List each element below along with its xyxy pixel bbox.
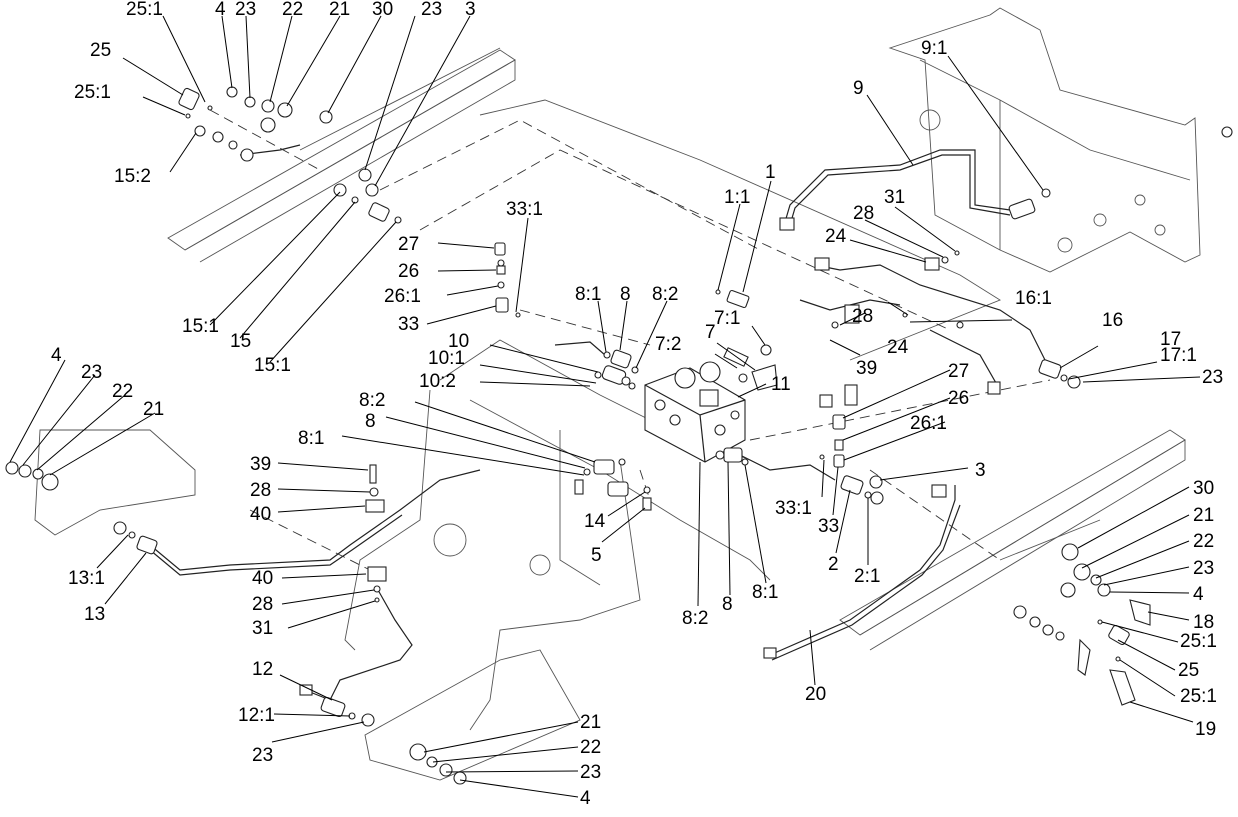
callout-label: 15:1 (182, 316, 219, 337)
callout-label: 14 (584, 511, 606, 532)
callout-label: 17 (1160, 329, 1181, 350)
callout-label: 25:1 (1180, 686, 1217, 707)
hydraulic-tubes (149, 144, 1061, 701)
callout-label: 26 (948, 388, 969, 409)
callout-label: 26:1 (384, 286, 421, 307)
callout-label: 23 (235, 0, 256, 20)
callout-label: 23 (580, 762, 601, 783)
callout-label: 5 (591, 545, 602, 566)
callout-label: 25 (1178, 660, 1199, 681)
callout-label: 22 (580, 737, 601, 758)
callout-label: 25:1 (74, 82, 111, 103)
callout-label: 21 (143, 399, 164, 420)
callout-label: 20 (805, 684, 826, 705)
callout-label: 26:1 (910, 413, 947, 434)
callout-label: 23 (1202, 367, 1223, 388)
callout-label: 12:1 (238, 705, 275, 726)
callout-label: 16 (1102, 310, 1123, 331)
callout-label: 8:1 (575, 284, 601, 305)
callout-label: 4 (51, 345, 62, 366)
callout-labels: 25:1 4 23 22 21 30 23 3 25 25:1 15:2 9:1… (51, 0, 1223, 809)
callout-label: 8:2 (682, 608, 708, 629)
callout-label: 39 (250, 454, 271, 475)
callout-label: 23 (421, 0, 442, 20)
valve-manifold (644, 347, 749, 463)
frame-structures (34, 7, 1201, 781)
callout-label: 25 (90, 40, 111, 61)
callout-label: 40 (252, 568, 273, 589)
callout-label: 27 (948, 361, 969, 382)
callout-label: 28 (250, 480, 271, 501)
callout-label: 23 (252, 745, 273, 766)
callout-label: 3 (975, 460, 986, 481)
callout-label: 22 (1193, 531, 1214, 552)
callout-label: 28 (252, 594, 273, 615)
callout-label: 9:1 (921, 38, 947, 59)
callout-label: 11 (771, 374, 791, 395)
callout-label: 13:1 (68, 568, 105, 589)
callout-label: 9 (853, 78, 864, 99)
callout-label: 33:1 (506, 199, 543, 220)
callout-label: 25:1 (1180, 631, 1217, 652)
callout-label: 8 (722, 594, 733, 615)
callout-label: 10:2 (419, 371, 456, 392)
callout-label: 7 (705, 322, 716, 343)
leader-lines (9, 15, 1201, 798)
callout-label: 4 (580, 788, 591, 809)
callout-label: 4 (1193, 584, 1204, 605)
callout-label: 40 (250, 504, 271, 525)
callout-label: 10 (448, 331, 469, 352)
callout-label: 8:2 (359, 390, 385, 411)
callout-label: 30 (1193, 478, 1214, 499)
callout-label: 1 (765, 162, 776, 183)
callout-label: 4 (215, 0, 226, 20)
callout-label: 39 (856, 358, 877, 379)
callout-label: 33:1 (775, 498, 812, 519)
callout-label: 28 (852, 306, 873, 327)
callout-label: 30 (372, 0, 393, 20)
callout-label: 7:1 (714, 308, 740, 329)
callout-label: 8 (365, 411, 376, 432)
callout-label: 12 (252, 659, 273, 680)
callout-label: 33 (818, 516, 839, 537)
callout-label: 17:1 (1160, 345, 1197, 366)
callout-label: 24 (887, 337, 909, 358)
callout-label: 8:1 (298, 428, 324, 449)
callout-label: 1:1 (724, 187, 750, 208)
callout-label: 16:1 (1015, 288, 1052, 309)
fittings (5, 86, 1233, 785)
callout-label: 8:1 (752, 582, 778, 603)
callout-label: 33 (398, 314, 419, 335)
callout-label: 26 (398, 261, 419, 282)
callout-label: 21 (1193, 505, 1214, 526)
callout-label: 23 (81, 362, 102, 383)
callout-label: 31 (252, 618, 273, 639)
callout-label: 3 (465, 0, 476, 20)
callout-label: 2 (828, 554, 839, 575)
callout-label: 19 (1195, 719, 1216, 740)
callout-label: 10:1 (428, 348, 465, 369)
callout-label: 28 (853, 203, 874, 224)
callout-label: 27 (398, 234, 419, 255)
callout-label: 31 (884, 187, 905, 208)
callout-label: 21 (329, 0, 350, 20)
alignment-lines (209, 109, 1051, 571)
callout-label: 7:2 (655, 334, 681, 355)
callout-label: 2:1 (854, 566, 880, 587)
callout-label: 25:1 (126, 0, 163, 20)
callout-label: 22 (282, 0, 303, 20)
callout-label: 15 (230, 331, 251, 352)
callout-label: 13 (84, 604, 105, 625)
callout-label: 22 (112, 381, 133, 402)
callout-label: 24 (825, 226, 847, 247)
callout-label: 23 (1193, 558, 1214, 579)
callout-label: 18 (1193, 612, 1214, 633)
callout-label: 8:2 (652, 284, 678, 305)
callout-label: 15:2 (114, 166, 151, 187)
callout-label: 15:1 (254, 355, 291, 376)
callout-label: 8 (620, 284, 631, 305)
callout-label: 21 (580, 712, 601, 733)
